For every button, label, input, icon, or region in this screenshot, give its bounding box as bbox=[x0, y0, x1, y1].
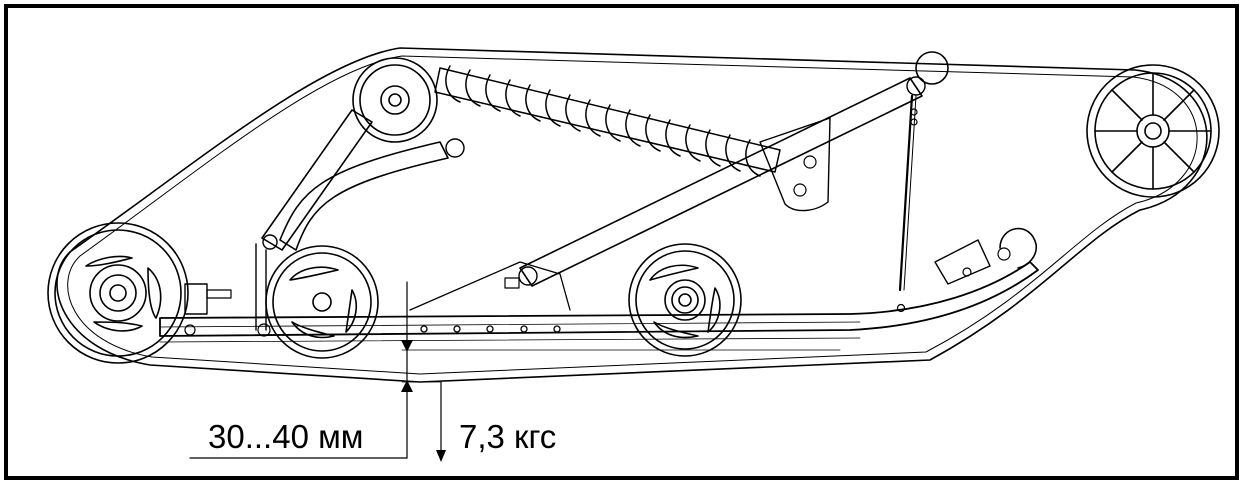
rear-bracket bbox=[759, 117, 831, 212]
rear-idler-wheel bbox=[1086, 64, 1220, 198]
slide-rail bbox=[159, 261, 1039, 337]
idler-wheel-rear bbox=[628, 243, 742, 357]
rear-suspension-arm bbox=[519, 77, 923, 287]
dimension-lines bbox=[189, 281, 841, 459]
force-arrow bbox=[436, 450, 446, 462]
force-label: 7,3 кгс bbox=[459, 418, 557, 455]
coil-spring-shock bbox=[434, 65, 781, 177]
idler-wheel-front bbox=[265, 245, 379, 359]
dimension-arrow-top bbox=[401, 340, 413, 352]
track-belt bbox=[56, 47, 1208, 383]
front-wheel bbox=[47, 222, 189, 364]
front-suspension-arm bbox=[261, 109, 373, 251]
rail-holes bbox=[420, 303, 906, 333]
deflection-dimension-label: 30...40 мм bbox=[208, 418, 364, 455]
dimension-arrow-bottom bbox=[401, 380, 413, 392]
upper-idler-wheel bbox=[352, 57, 438, 143]
